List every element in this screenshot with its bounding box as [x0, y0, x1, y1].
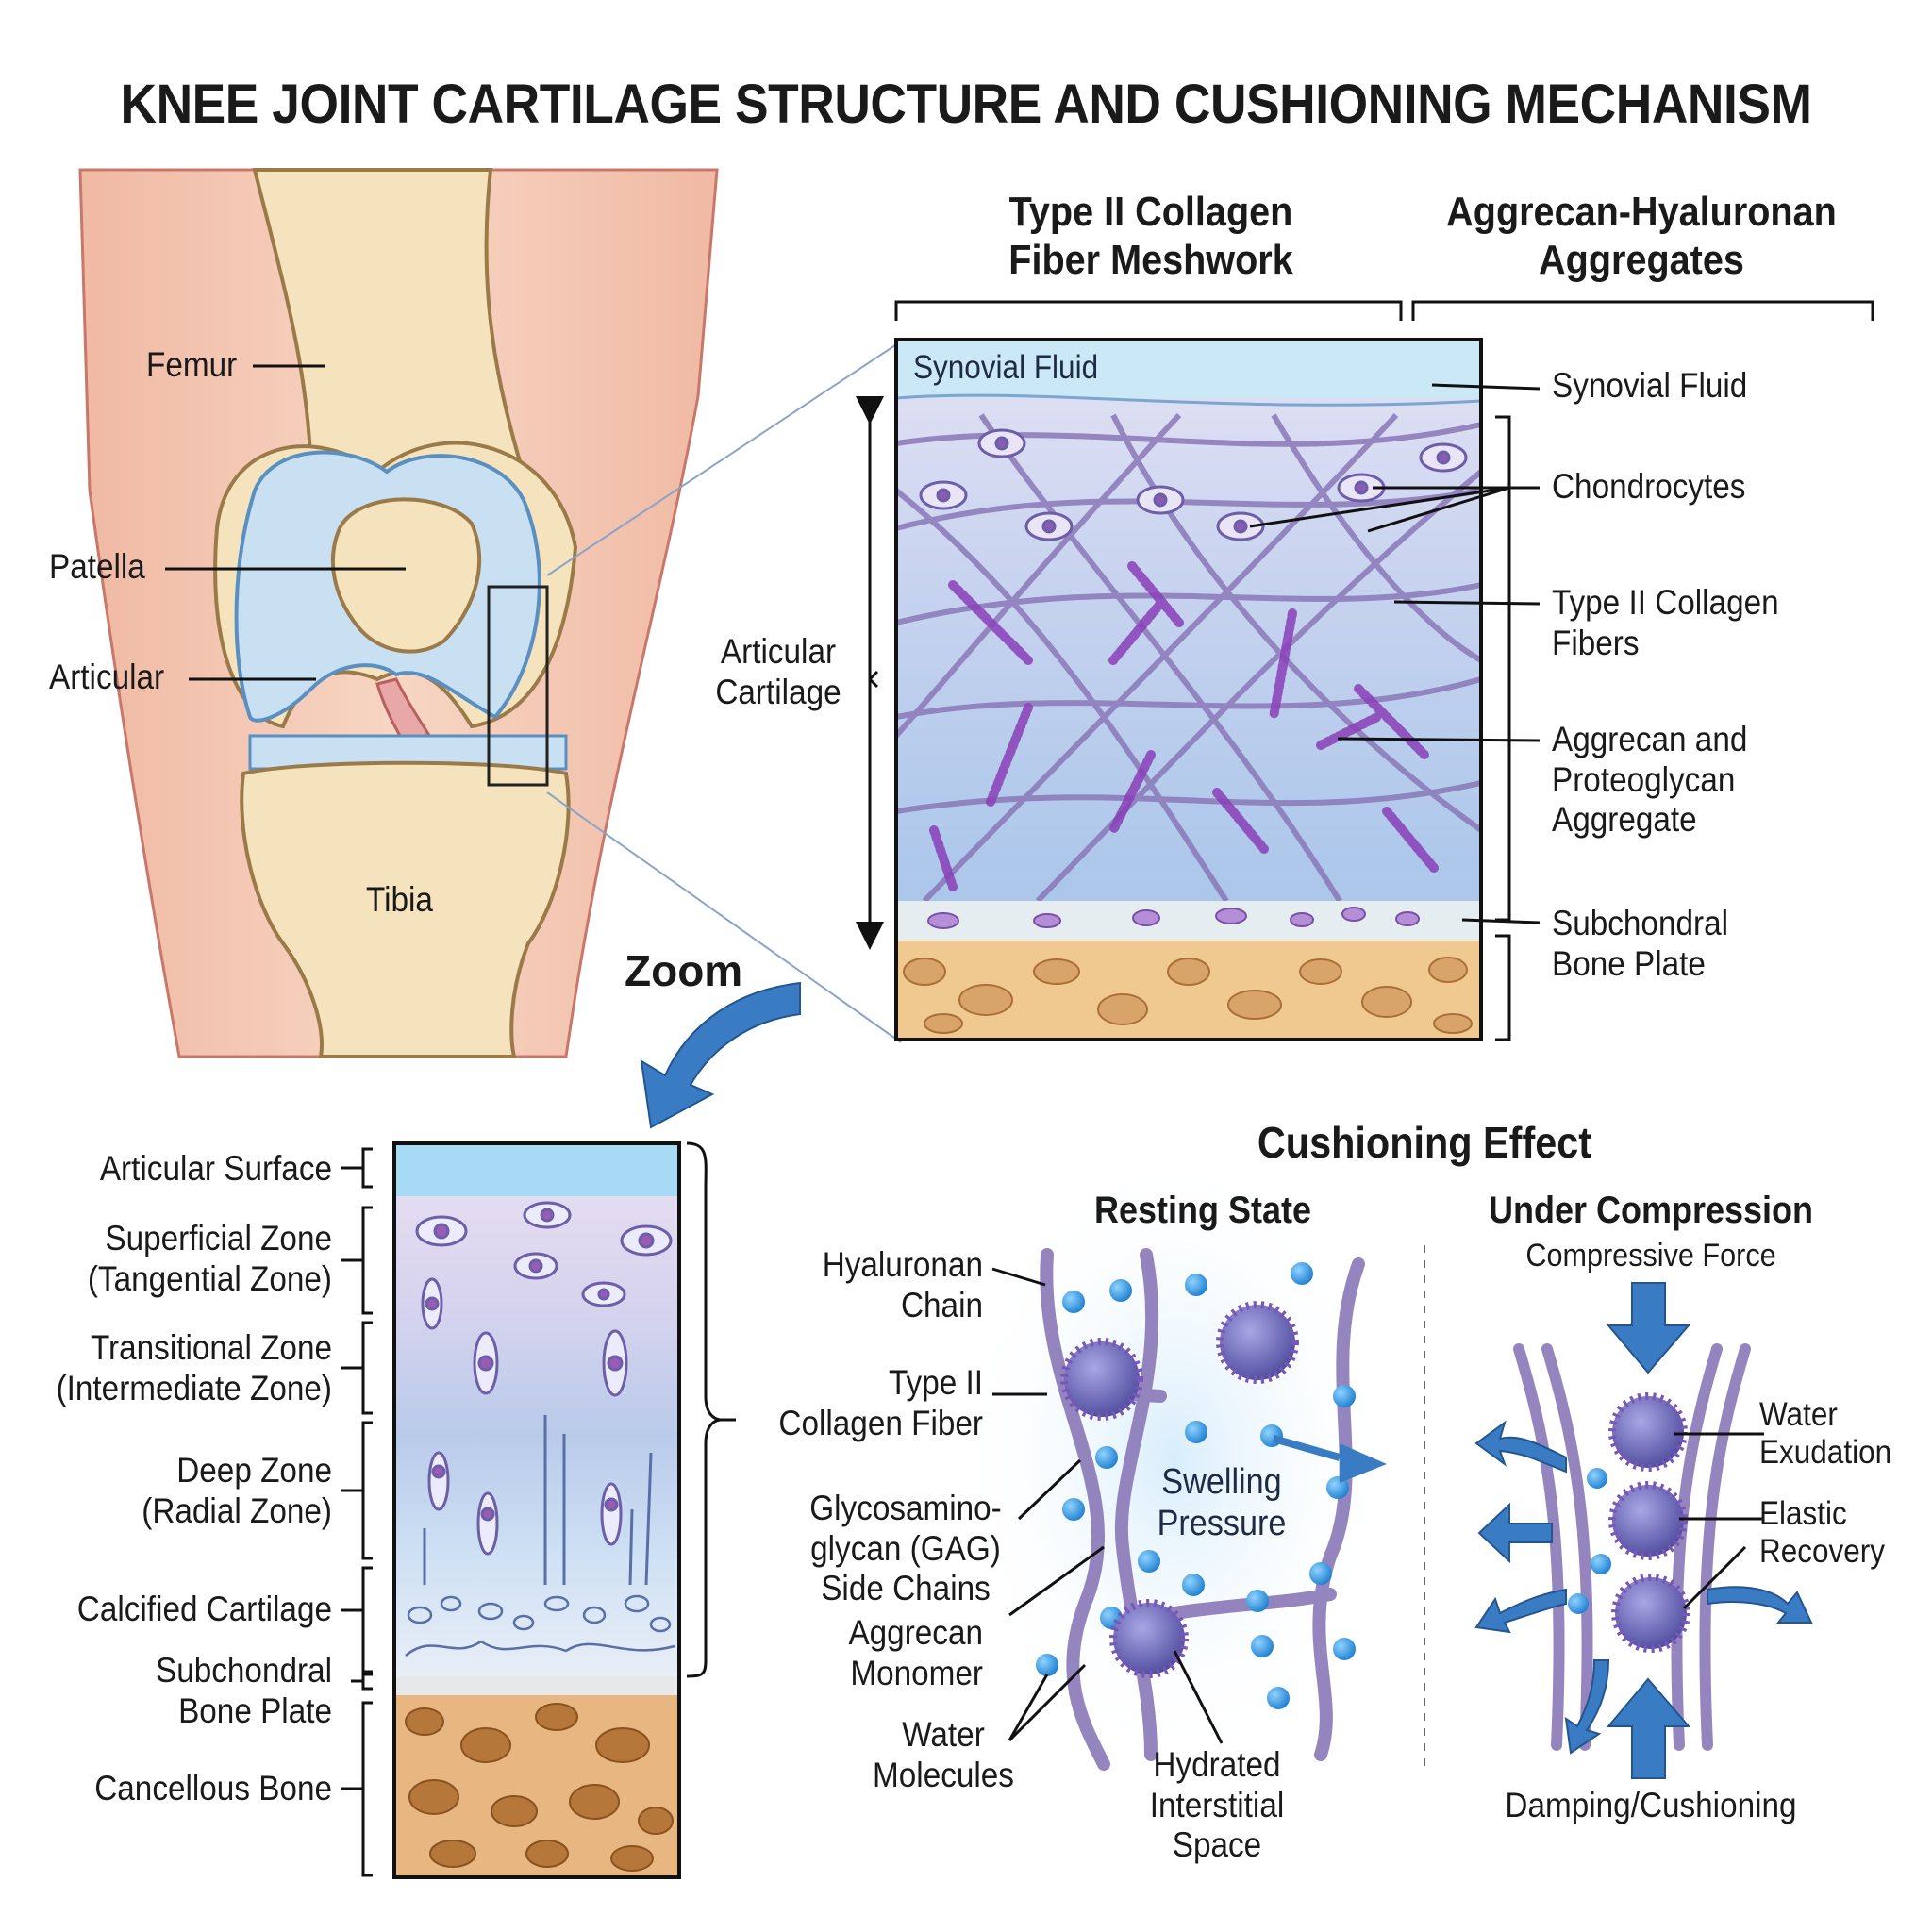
- cushioning-panel: [958, 1146, 1813, 1779]
- knee-illustration: [78, 168, 902, 1058]
- collagen-fibers: [893, 412, 1483, 904]
- label-superficial-zone: Superficial Zone (Tangential Zone): [87, 1219, 332, 1298]
- cushioning-title: Cushioning Effect: [1257, 1118, 1592, 1167]
- label-calcified-cartilage: Calcified Cartilage: [76, 1590, 332, 1628]
- label-swelling-pressure: Swelling Pressure: [1157, 1462, 1287, 1543]
- label-subchondral-bone-plate: Subchondral Bone Plate: [1552, 904, 1728, 983]
- label-aggrecan-aggregate: Aggrecan and Proteoglycan Aggregate: [1552, 720, 1748, 840]
- chondrocyte-cells: [919, 428, 1468, 541]
- detail-panel: [856, 300, 1874, 1041]
- label-elastic-recovery: Elastic Recovery: [1759, 1495, 1886, 1571]
- resting-state-title: Resting State: [1093, 1190, 1312, 1231]
- label-hyaluronan-chain: Hyaluronan Chain: [822, 1245, 983, 1324]
- inner-synovial-label: Synovial Fluid: [913, 349, 1099, 386]
- aggrecan-balls: [1060, 1301, 1299, 1678]
- tibia-bone: [240, 760, 571, 1058]
- zoom-box: [487, 585, 549, 787]
- label-type-ii-collagen-fiber: Type II Collagen Fiber: [778, 1363, 983, 1442]
- label-articular-cartilage: Articular Cartilage: [715, 632, 841, 711]
- label-aggrecan-monomer: Aggrecan Monomer: [848, 1613, 983, 1692]
- label-water-exudation: Water Exudation: [1759, 1396, 1892, 1472]
- label-gag-side-chains: Glycosamino- glycan (GAG) Side Chains: [809, 1489, 1002, 1608]
- label-hydrated-interstitial-space: Hydrated Interstitial Space: [1149, 1745, 1285, 1865]
- aggrecan-aggregates: [929, 561, 1439, 891]
- header-aggrecan-aggregates: Aggrecan-Hyaluronan Aggregates: [1446, 189, 1837, 283]
- label-water-molecules: Water Molecules: [873, 1715, 1014, 1794]
- label-synovial-fluid: Synovial Fluid: [1552, 366, 1748, 405]
- label-articular: Articular: [49, 658, 165, 696]
- label-transitional-zone: Transitional Zone (Intermediate Zone): [56, 1328, 332, 1407]
- label-femur: Femur: [146, 345, 238, 384]
- label-tibia: Tibia: [366, 880, 433, 919]
- patella-bone: [331, 497, 481, 654]
- label-compressive-force: Compressive Force: [1525, 1238, 1776, 1274]
- header-collagen-meshwork: Type II Collagen Fiber Meshwork: [1008, 189, 1293, 283]
- label-damping-cushioning: Damping/Cushioning: [1505, 1786, 1797, 1824]
- label-collagen-fibers: Type II Collagen Fibers: [1552, 583, 1779, 662]
- zoom-arrow: [640, 981, 801, 1129]
- label-zoom: Zoom: [625, 946, 743, 995]
- compression-title: Under Compression: [1488, 1190, 1814, 1231]
- label-articular-surface: Articular Surface: [99, 1149, 332, 1188]
- meniscus: [248, 734, 568, 771]
- page-title: KNEE JOINT CARTILAGE STRUCTURE AND CUSHI…: [120, 74, 1812, 135]
- label-cancellous-bone: Cancellous Bone: [94, 1769, 332, 1807]
- zones-column: [341, 1141, 736, 1879]
- label-patella: Patella: [49, 547, 145, 586]
- label-chondrocytes: Chondrocytes: [1552, 467, 1746, 506]
- label-deep-zone: Deep Zone (Radial Zone): [142, 1451, 332, 1530]
- label-zone-subchondral: Subchondral Bone Plate: [156, 1651, 332, 1730]
- compression-arrows: [1474, 1282, 1813, 1779]
